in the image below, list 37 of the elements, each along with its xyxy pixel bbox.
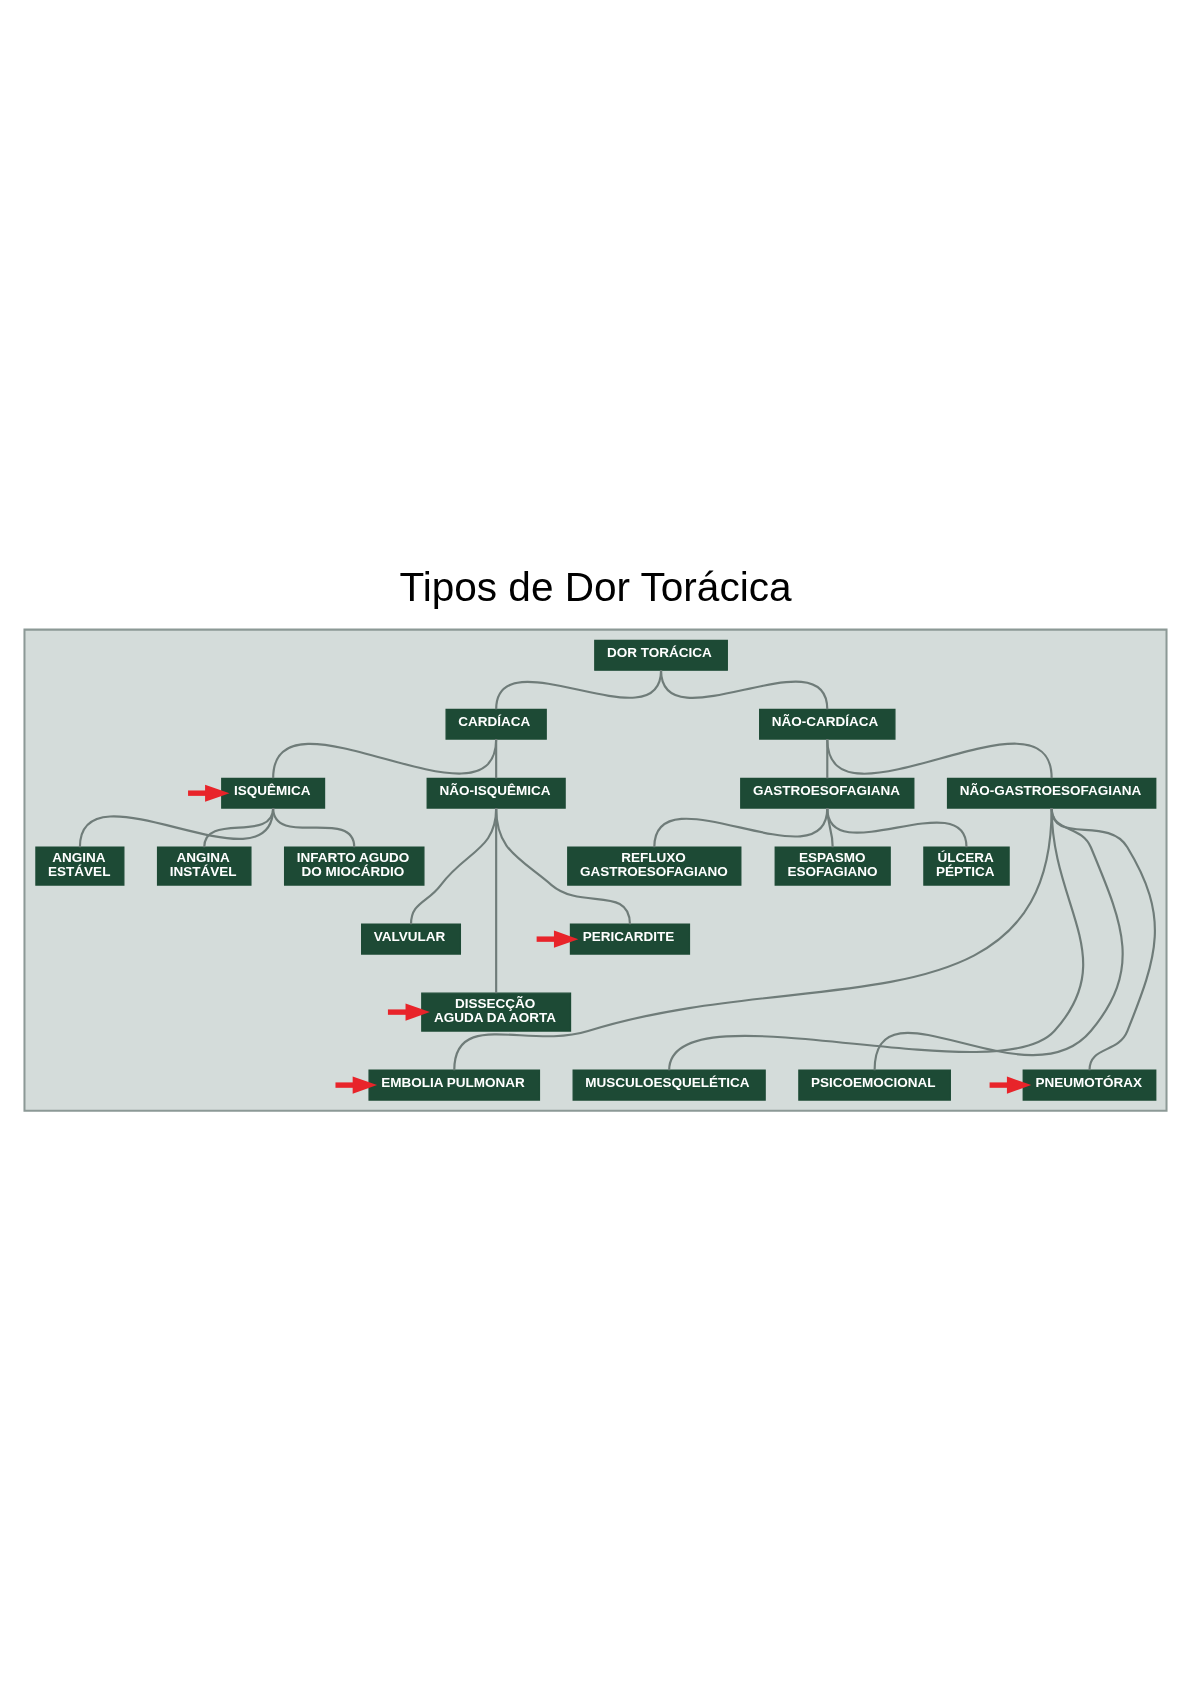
cluster bbox=[23, 628, 1168, 1112]
connector bbox=[873, 807, 1124, 1070]
connector bbox=[272, 738, 498, 779]
arrow bbox=[536, 930, 579, 948]
node-box: ESPASMO ESOFAGIANO bbox=[774, 846, 891, 886]
connector bbox=[272, 807, 356, 847]
node-box: ÚLCERA PÉPTICA bbox=[923, 846, 1010, 886]
node-box: NÃO-CARDÍACA bbox=[759, 708, 896, 740]
node-box: NÃO-ISQUÊMICA bbox=[426, 777, 566, 809]
node-box: ISQUÊMICA bbox=[221, 777, 326, 809]
node-box: NÃO-GASTROESOFAGIANA bbox=[946, 777, 1157, 809]
node-box: REFLUXO GASTROESOFAGIANO bbox=[567, 846, 742, 886]
node-box: PSICOEMOCIONAL bbox=[798, 1069, 951, 1101]
diagram-title: Tipos de Dor Torácica bbox=[399, 563, 792, 610]
node-box: INFARTO AGUDO DO MIOCÁRDIO bbox=[283, 846, 425, 886]
connector bbox=[495, 807, 498, 993]
connector bbox=[668, 807, 1084, 1071]
node-box: VALVULAR bbox=[361, 923, 462, 955]
node-box: GASTROESOFAGIANA bbox=[740, 777, 915, 809]
node-box: ANGINA INSTÁVEL bbox=[156, 846, 252, 886]
node-box: DOR TORÁCICA bbox=[594, 639, 728, 671]
connector bbox=[660, 669, 829, 710]
arrow bbox=[335, 1076, 378, 1094]
node-box: DISSECÇÃO AGUDA DA AORTA bbox=[421, 992, 572, 1032]
node-box: PERICARDITE bbox=[569, 923, 691, 955]
connector bbox=[495, 738, 498, 778]
node-box: PNEUMOTÓRAX bbox=[1022, 1069, 1157, 1101]
arrow bbox=[188, 784, 230, 802]
node-box: EMBOLIA PULMONAR bbox=[368, 1069, 541, 1101]
node-box: ANGINA ESTÁVEL bbox=[35, 846, 125, 886]
connector bbox=[826, 738, 1053, 779]
node-box: CARDÍACA bbox=[445, 708, 547, 740]
node-box: MUSCULOESQUELÉTICA bbox=[572, 1069, 766, 1101]
connector bbox=[453, 807, 1053, 1070]
arrow bbox=[387, 1003, 430, 1021]
arrow bbox=[989, 1076, 1032, 1094]
connector bbox=[826, 807, 968, 847]
